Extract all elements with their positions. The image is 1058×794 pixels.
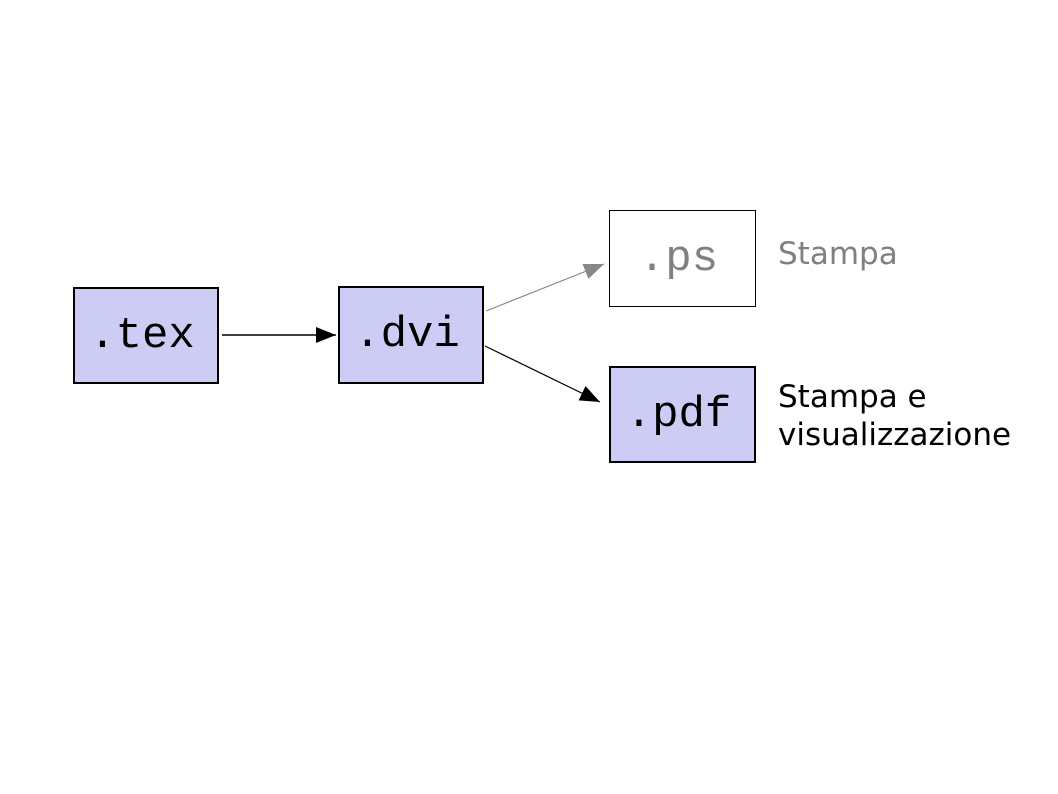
node-dvi-label: .dvi [354, 310, 460, 360]
arrow-dvi-to-pdf [484, 345, 601, 403]
node-dvi: .dvi [338, 286, 484, 384]
annotation-pdf-line1: Stampa e [778, 379, 927, 415]
node-ps-label: .ps [638, 233, 719, 284]
node-tex-label: .tex [89, 310, 195, 361]
annotation-pdf-line2: visualizzazione [778, 417, 1012, 453]
arrow-dvi-to-ps [485, 263, 605, 312]
node-tex: .tex [73, 287, 219, 384]
annotation-ps-text: Stampa [778, 236, 898, 272]
node-ps: .ps [609, 210, 756, 307]
node-pdf: .pdf [609, 366, 756, 463]
annotation-ps: Stampa [778, 236, 898, 272]
node-pdf-label: .pdf [625, 389, 732, 440]
annotation-pdf: Stampa e visualizzazione [778, 378, 1011, 454]
